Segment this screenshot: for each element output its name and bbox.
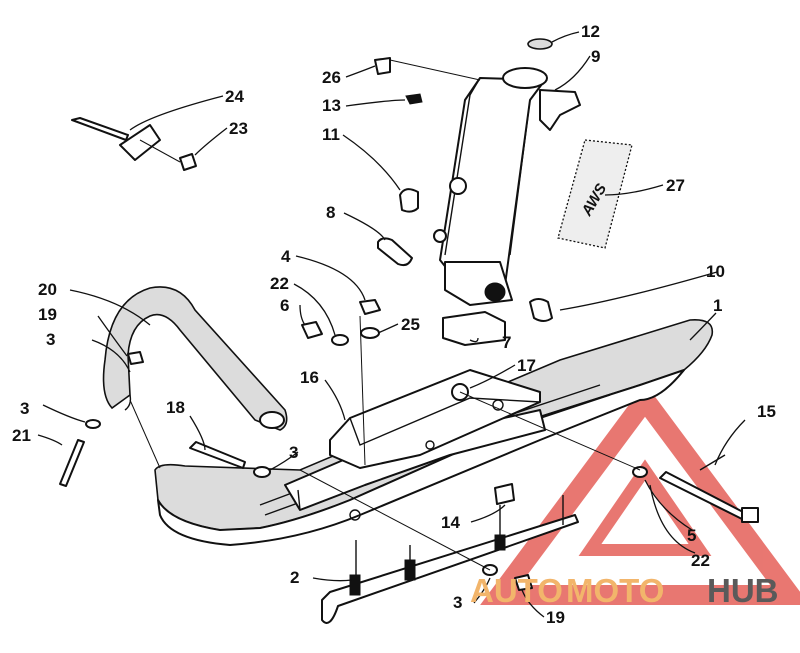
callout-16: 16 — [300, 368, 319, 387]
callout-9: 9 — [591, 47, 600, 66]
callout-3d: 3 — [453, 593, 462, 612]
callout-4: 4 — [281, 247, 291, 266]
spindle-housing — [433, 67, 581, 306]
watermark-auto: AUTO — [470, 572, 563, 609]
callout-22a: 22 — [270, 274, 289, 293]
callout-25: 25 — [401, 315, 420, 334]
callout-21: 21 — [12, 426, 31, 445]
callout-3c: 3 — [289, 443, 298, 462]
callout-14: 14 — [441, 513, 460, 532]
watermark-hub: HUB — [707, 572, 779, 609]
watermark-moto: MOTO — [566, 572, 664, 609]
assembly-lines — [129, 59, 641, 571]
callout-24: 24 — [225, 87, 244, 106]
watermark-triangle — [480, 383, 800, 605]
callout-17: 17 — [517, 356, 536, 375]
callout-19b: 19 — [546, 608, 565, 627]
callout-2: 2 — [290, 568, 299, 587]
callout-10: 10 — [706, 262, 725, 281]
callout-12: 12 — [581, 22, 600, 41]
callout-22b: 22 — [691, 551, 710, 570]
wear-bar — [321, 495, 579, 624]
callout-18: 18 — [166, 398, 185, 417]
callout-3a: 3 — [46, 330, 55, 349]
callout-5: 5 — [687, 526, 696, 545]
callout-20: 20 — [38, 280, 57, 299]
callout-13: 13 — [322, 96, 341, 115]
callout-6: 6 — [280, 296, 289, 315]
ski-loop — [102, 286, 288, 431]
callout-3b: 3 — [20, 399, 29, 418]
watermark-logo: AUTO MOTO HUB — [470, 572, 779, 609]
callouts: 1 2 3 3 3 3 4 5 6 7 8 9 10 11 12 13 14 1… — [12, 22, 776, 627]
callout-23: 23 — [229, 119, 248, 138]
aws-decal: AWS — [557, 139, 633, 249]
callout-15: 15 — [757, 402, 776, 421]
callout-27: 27 — [666, 176, 685, 195]
small-parts — [59, 38, 759, 591]
callout-1: 1 — [713, 296, 722, 315]
callout-26: 26 — [322, 68, 341, 87]
callout-8: 8 — [326, 203, 335, 222]
leader-lines — [37, 31, 746, 618]
callout-7: 7 — [502, 333, 511, 352]
callout-11: 11 — [322, 125, 340, 144]
callout-19a: 19 — [38, 305, 57, 324]
